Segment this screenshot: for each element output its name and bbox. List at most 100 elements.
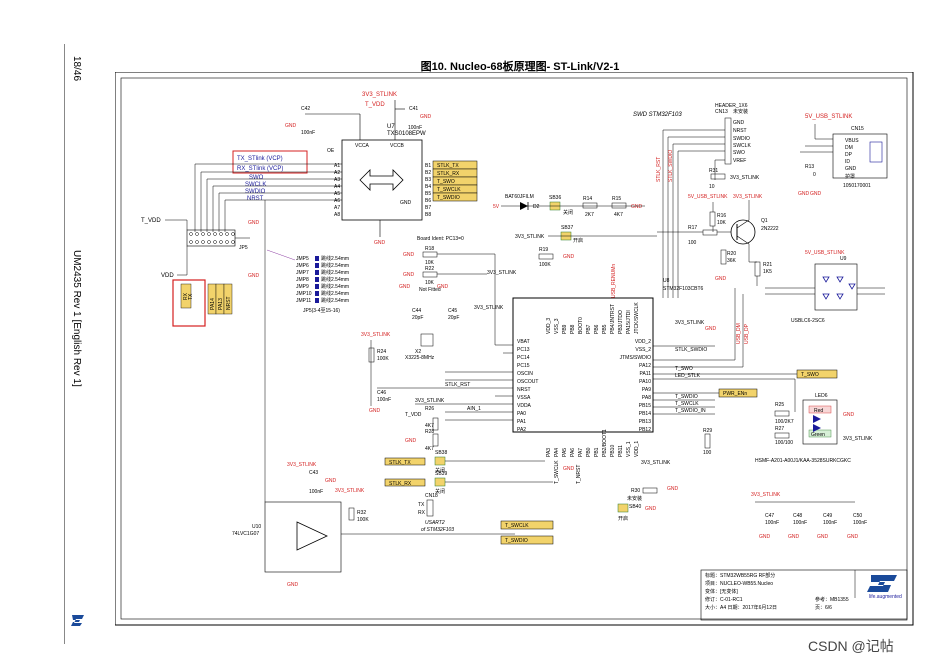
c42-val: 100nF — [301, 130, 315, 136]
u8-stlk-swdio: STLK_SWDIO — [675, 347, 707, 353]
u8-stlk-rst: STLK_RST — [445, 382, 470, 388]
svg-text:PB13: PB13 — [639, 419, 651, 425]
svg-text:VSS_3: VSS_3 — [554, 318, 560, 334]
u9-part: USBLC6-2SC6 — [791, 318, 825, 324]
u7-pin-a3: A3 — [334, 177, 340, 183]
ain-divider: T_VDD R26 4K7 R28 4K7 GND — [405, 406, 439, 452]
jumper-legend: JMP5 跳线2.54mm JMP6 跳线2.54mm JMP7 跳线2.54m… — [266, 249, 349, 314]
svg-text:PB1: PB1 — [594, 447, 600, 457]
sb38-state: 关闭 — [435, 467, 445, 474]
svg-text:PB9: PB9 — [562, 324, 568, 334]
r19-3v3: 3V3_STLINK — [487, 270, 517, 276]
net-pwr-enn: PWR_ENn — [723, 391, 747, 397]
vcp-rx: RX — [183, 292, 189, 300]
r18-ref: R18 — [425, 246, 434, 252]
svg-text:PB15: PB15 — [639, 403, 651, 409]
c44-ref: C44 — [412, 308, 421, 314]
c43-ref: C43 — [309, 470, 318, 476]
r19-val: 100K — [539, 262, 551, 268]
r26-ref: R26 — [425, 406, 434, 412]
swd-title: SWD STM32F103 — [633, 112, 682, 118]
svg-text:PA2: PA2 — [517, 427, 526, 433]
r19-ref: R19 — [539, 247, 548, 253]
svg-text:PA9: PA9 — [642, 387, 651, 393]
svg-text:JMP9: JMP9 — [296, 284, 309, 290]
svg-text:PB11: PB11 — [618, 445, 624, 457]
u7-vcca: VCCA — [355, 143, 370, 149]
led6-green: Green — [811, 432, 825, 438]
r27-val: 100/100 — [775, 440, 793, 446]
c42-ref: C42 — [301, 106, 310, 112]
svg-text:PC15: PC15 — [517, 363, 530, 369]
u7-level-shifter: U7 TXS0108EPW VCCA VCCB OE A1 A2 A3 A4 A… — [285, 92, 432, 246]
cn18-note2: of STM32F103 — [421, 527, 454, 533]
net-swdio: SWDIO — [245, 189, 266, 195]
gnd-r15: GND — [631, 204, 643, 210]
u7-ref: U7 — [387, 124, 395, 130]
u8-ain1: AIN_1 — [467, 406, 481, 412]
gnd-c41: GND — [420, 114, 432, 120]
usb-pin-vbus: VBUS — [845, 138, 859, 144]
u10-ref: U10 — [252, 524, 261, 530]
u7-pin-b1: B1 — [425, 163, 431, 169]
u7-pin-b6: B6 — [425, 198, 431, 204]
svg-text:跳线2.54mm: 跳线2.54mm — [321, 276, 349, 283]
gnd-u8-bottom: GND — [563, 466, 575, 472]
d2-ref: D2 — [533, 204, 540, 210]
gnd-jp5a: GND — [248, 220, 260, 226]
svg-text:JMP6: JMP6 — [296, 263, 309, 269]
usb-pin-gnd: GND — [845, 166, 857, 172]
jp5-tvdd: T_VDD — [141, 218, 161, 224]
svg-text:JTMS/SWDIO: JTMS/SWDIO — [620, 355, 651, 361]
r27-ref: R27 — [775, 426, 784, 432]
led6-part: HSMF-A201-A00J1/KAA-3528SURKCGKC — [755, 458, 851, 464]
gnd-led6: GND — [843, 412, 855, 418]
r22-val: 10K — [425, 280, 435, 286]
u7-pin-b5: B5 — [425, 191, 431, 197]
svg-text:PA8: PA8 — [642, 395, 651, 401]
svg-text:PB5: PB5 — [602, 324, 608, 334]
svg-text:PA4: PA4 — [554, 448, 560, 457]
led6-3v3: 3V3_STLINK — [843, 436, 873, 442]
net-usb-renum: USB_RENUMn — [611, 264, 617, 298]
gnd-r18: GND — [403, 252, 415, 258]
u8-3v3-vdda: 3V3_STLINK — [415, 398, 445, 404]
swd-3v3: 3V3_STLINK — [730, 175, 760, 181]
u10-buffer: U10 74LVC1G07 3V3_STLINK C43 100nF GND 3… — [232, 200, 515, 588]
r28-val: 4K7 — [425, 446, 434, 452]
gnd-u8-right: GND — [705, 326, 717, 332]
led6: LED6 Red Green R25 100/2K7 R27 100/100 G… — [755, 393, 873, 464]
r13-ref: R13 — [805, 164, 814, 170]
q1-3v3: 3V3_STLINK — [733, 194, 763, 200]
cn13-ref: CN13 — [715, 109, 728, 115]
c50-val: 100nF — [853, 520, 867, 526]
u7-pin-b7: B7 — [425, 205, 431, 211]
net-usb-dp: USB_DP — [744, 323, 750, 344]
svg-text:PA15/JTDI: PA15/JTDI — [626, 310, 632, 334]
u7-part: TXS0108EPW — [387, 131, 426, 137]
st-logo-icon — [71, 615, 84, 626]
jp5-vdd: VDD — [161, 273, 174, 279]
svg-text:PB0: PB0 — [586, 447, 592, 457]
r29-val: 100 — [703, 450, 712, 456]
gnd-c48: GND — [788, 534, 800, 540]
schematic-diagram: U7 TXS0108EPW VCCA VCCB OE A1 A2 A3 A4 A… — [115, 72, 914, 626]
jp5-ref: JP5 — [239, 245, 248, 251]
jumper-row: JMP9 跳线2.54mm — [296, 283, 349, 290]
jumper-row: JMP6 跳线2.54mm — [296, 262, 349, 269]
x2-val: X3225-8MHz — [405, 355, 435, 361]
st-logo-icon — [867, 575, 897, 592]
sb39-state: 关闭 — [435, 488, 445, 495]
r16-val: 10K — [717, 220, 727, 226]
c44-val: 20pF — [412, 315, 423, 321]
gnd-sb40: GND — [645, 506, 657, 512]
board-ident-text: Board Ident: PC13=0 — [417, 236, 464, 242]
vcp-nets: TX_STlink (VCP) RX_STlink (VCP) SWO SWCL… — [232, 150, 308, 202]
r16-ref: R16 — [717, 213, 726, 219]
net-tx-stlink: TX_STlink (VCP) — [237, 156, 283, 162]
usb-connector: 5V_USB_STLINK CN15 VBUS DM DP ID GND 护罩 … — [798, 114, 888, 197]
q1-part: 2N2222 — [761, 226, 779, 232]
u8-left-pins: VBAT PC13 PC14 PC15 OSCIN OSCOUT NRST VS… — [517, 339, 538, 433]
svg-text:JMP11: JMP11 — [296, 298, 311, 304]
u7-pin-a2: A2 — [334, 170, 340, 176]
